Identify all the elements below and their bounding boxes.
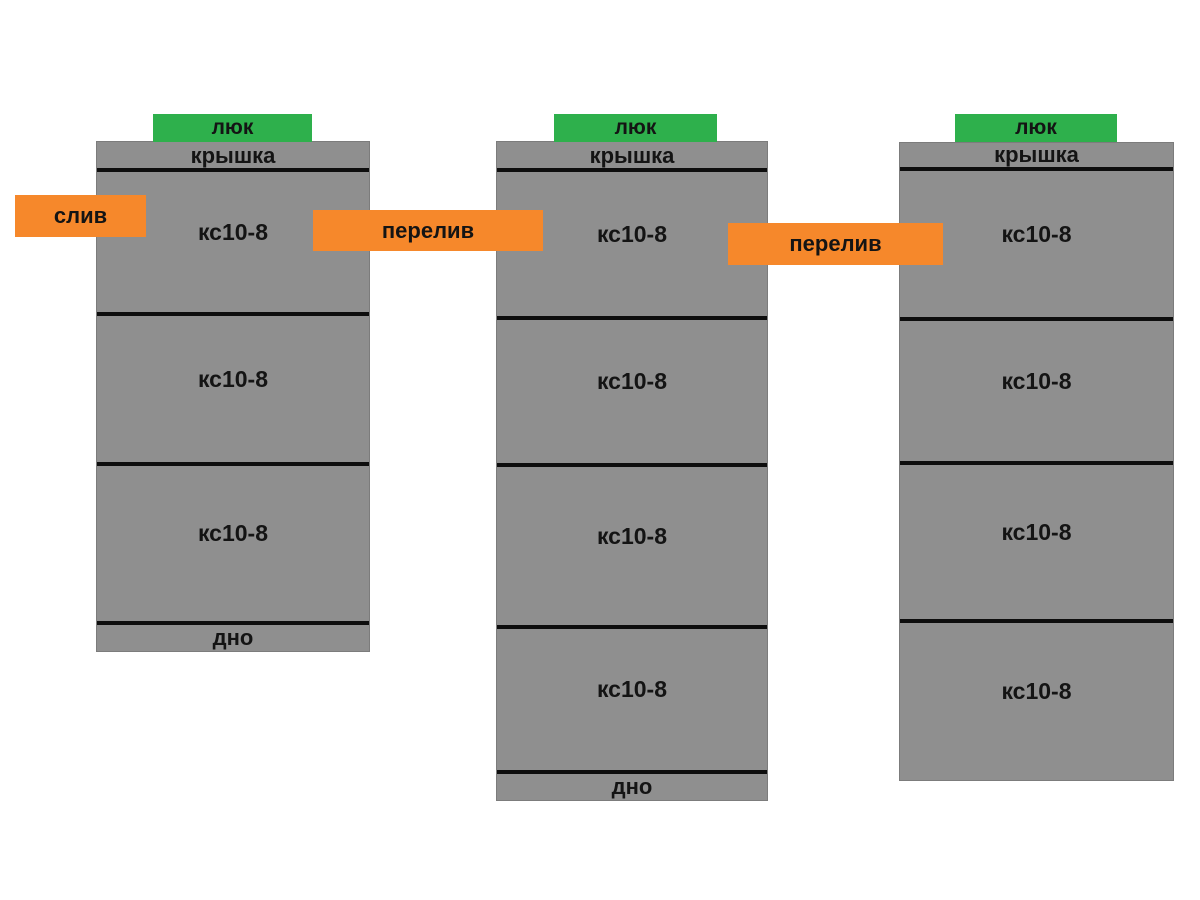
ring-segment: кс10-8 bbox=[1001, 518, 1072, 545]
drain-label: слив bbox=[15, 195, 146, 237]
overflow-label-1: перелив bbox=[313, 210, 543, 251]
cover-label: крышка bbox=[190, 143, 276, 168]
bottom-label: дно bbox=[212, 625, 254, 650]
hatch-label-2: люк bbox=[554, 114, 717, 142]
well-column-2: крышка кс10-8 кс10-8 кс10-8 кс10-8 дно bbox=[496, 141, 768, 801]
overflow-label-2: перелив bbox=[728, 223, 943, 265]
ring-segment: кс10-8 bbox=[1001, 678, 1072, 704]
joint-line bbox=[900, 461, 1173, 465]
joint-line bbox=[97, 621, 369, 625]
ring-segment: кс10-8 bbox=[197, 218, 269, 245]
joint-line bbox=[97, 168, 369, 172]
joint-line bbox=[497, 770, 767, 774]
ring-segment: кс10-8 bbox=[596, 368, 668, 394]
joint-line bbox=[497, 625, 767, 629]
joint-line bbox=[497, 463, 767, 467]
well-column-3: крышка кс10-8 кс10-8 кс10-8 кс10-8 bbox=[899, 142, 1174, 781]
joint-line bbox=[900, 317, 1173, 321]
ring-segment: кс10-8 bbox=[1001, 220, 1072, 247]
cover-label: крышка bbox=[994, 142, 1079, 167]
joint-line bbox=[900, 619, 1173, 623]
ring-segment: кс10-8 bbox=[1001, 367, 1072, 394]
ring-segment: кс10-8 bbox=[596, 522, 668, 549]
hatch-label-1: люк bbox=[153, 114, 312, 142]
ring-segment: кс10-8 bbox=[596, 220, 668, 247]
ring-segment: кс10-8 bbox=[197, 365, 269, 392]
joint-line bbox=[900, 167, 1173, 171]
bottom-label: дно bbox=[611, 774, 653, 799]
ring-segment: кс10-8 bbox=[596, 676, 668, 702]
hatch-label-3: люк bbox=[955, 114, 1117, 142]
joint-line bbox=[97, 462, 369, 466]
joint-line bbox=[497, 168, 767, 172]
cover-label: крышка bbox=[589, 143, 675, 168]
joint-line bbox=[97, 312, 369, 316]
ring-segment: кс10-8 bbox=[197, 520, 269, 546]
joint-line bbox=[497, 316, 767, 320]
